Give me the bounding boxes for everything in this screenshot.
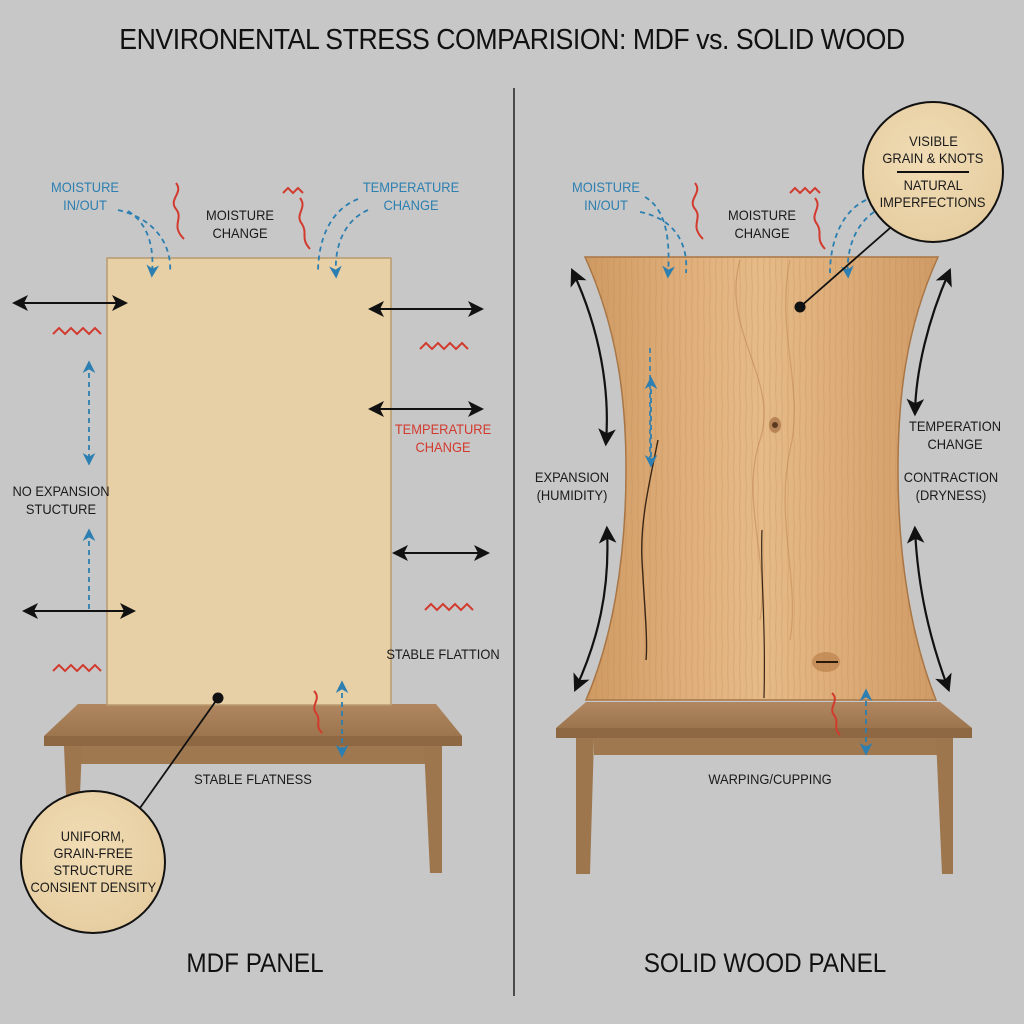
mdf-panel: [106, 257, 392, 706]
mdf-moisture-inout-label: MOISTURE IN/OUT: [51, 179, 119, 213]
wood-callout-anchor-dot: [794, 301, 806, 313]
diagram-title: ENVIRONENTAL STRESS COMPARISION: MDF vs.…: [119, 24, 905, 56]
wood-temperation-change-label: TEMPERATION CHANGE: [908, 418, 1002, 452]
wood-contraction-label: CONTRACTION (DRYNESS): [903, 469, 999, 503]
mdf-temperature-change-side-label: TEMPERATURE CHANGE: [394, 421, 492, 455]
mdf-stable-flattion-label: STABLE FLATTION: [386, 646, 500, 662]
mdf-callout-bubble: UNIFORM, GRAIN-FREE STRUCTURE CONSIENT D…: [20, 790, 166, 934]
mdf-callout-anchor-dot: [212, 692, 224, 704]
mdf-temperature-change-top-label: TEMPERATURE CHANGE: [362, 179, 460, 213]
mdf-panel-title: MDF PANEL: [186, 948, 324, 978]
wood-moisture-inout-label: MOISTURE IN/OUT: [572, 179, 640, 213]
wood-panel-title: SOLID WOOD PANEL: [643, 948, 887, 978]
wood-expansion-label: EXPANSION (HUMIDITY): [534, 469, 610, 503]
mdf-moisture-change-label: MOISTURE CHANGE: [206, 207, 274, 241]
callout-divider: [897, 171, 969, 173]
wood-warping-label: WARPING/CUPPING: [708, 771, 832, 787]
wood-moisture-change-label: MOISTURE CHANGE: [728, 207, 796, 241]
mdf-stable-flatness-label: STABLE FLATNESS: [194, 771, 312, 787]
mdf-no-expansion-label: NO EXPANSION STUCTURE: [12, 483, 110, 517]
wood-table: [556, 702, 972, 874]
wood-callout-bubble: VISIBLE GRAIN & KNOTS NATURAL IMPERFECTI…: [862, 101, 1004, 243]
